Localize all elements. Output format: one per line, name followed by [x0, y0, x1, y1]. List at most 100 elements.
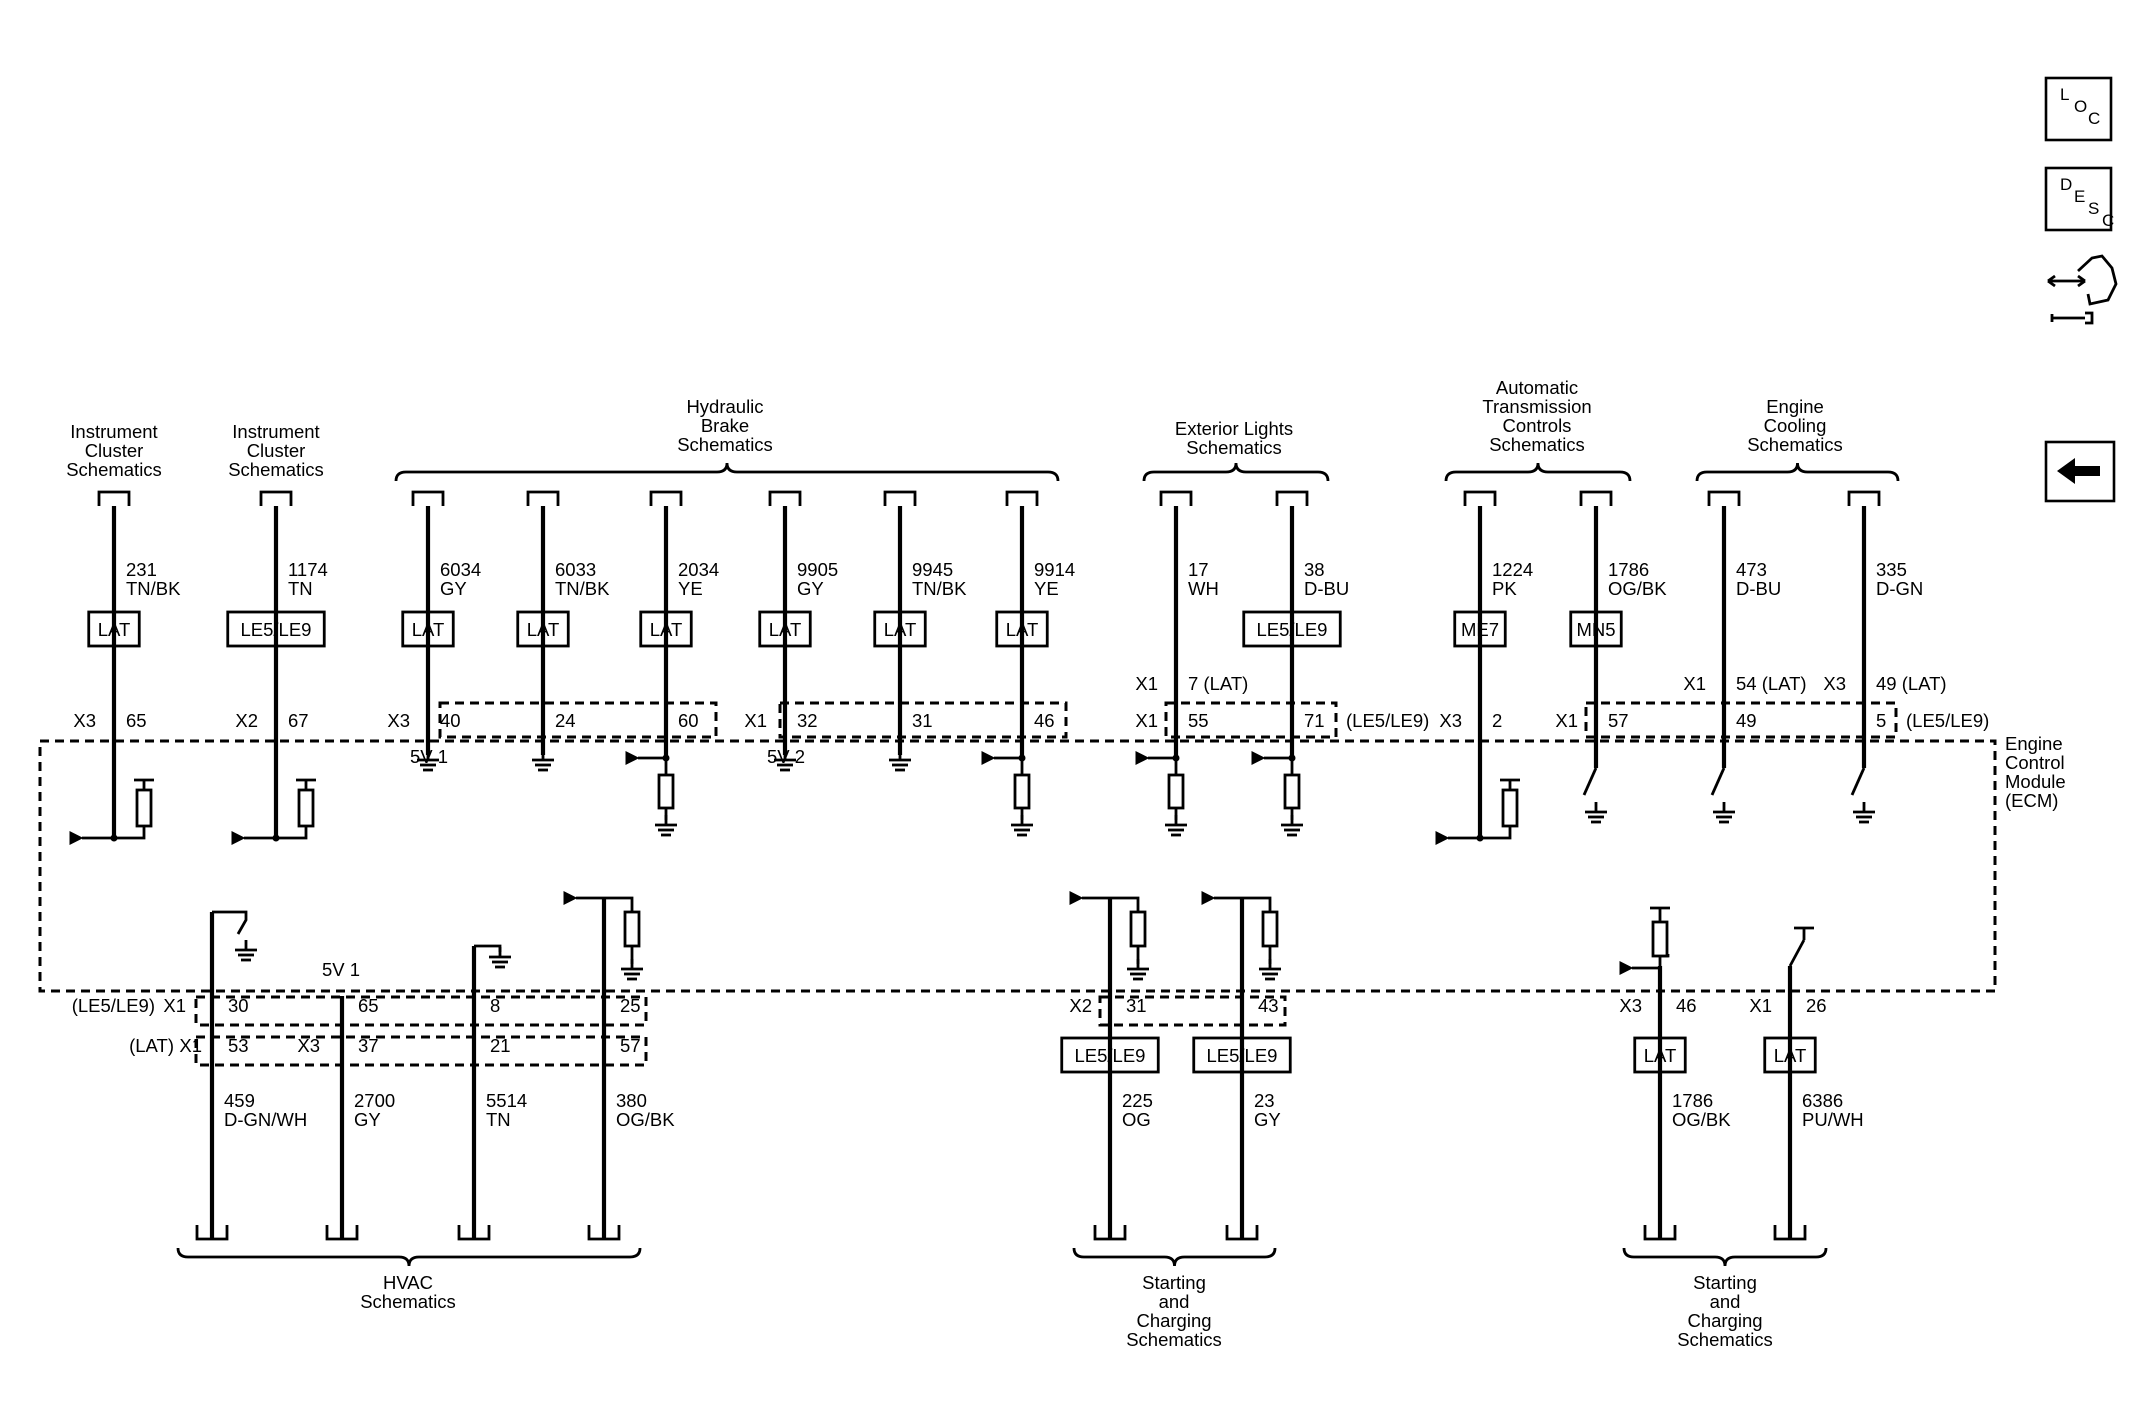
resistor: [1167, 773, 1185, 810]
pin-number: 31: [1126, 995, 1147, 1016]
wrench-icon: [2050, 311, 2094, 325]
group-bracket: [1072, 1247, 1277, 1267]
circuit-number: 1224: [1492, 559, 1533, 580]
destination-label: Starting: [1693, 1272, 1757, 1293]
pin-number: 57: [1608, 710, 1629, 731]
connector-symbol: [1005, 490, 1039, 506]
connector-id: X3: [1439, 710, 1462, 731]
circuit-number: 38: [1304, 559, 1325, 580]
group-bracket: [176, 1247, 642, 1267]
wire-segment: [1110, 896, 1140, 912]
connector-id: X3: [73, 710, 96, 731]
resistor: [1651, 920, 1669, 958]
connector-id: X1: [1135, 673, 1158, 694]
ground-symbol: [235, 940, 257, 962]
group-bracket: [394, 462, 1060, 482]
wire-segment: [1788, 939, 1806, 967]
circuit-number: 2034: [678, 559, 719, 580]
destination-label: Transmission: [1482, 396, 1591, 417]
wire-color: OG/BK: [1608, 578, 1667, 599]
connector-end-view-button[interactable]: [2047, 254, 2118, 325]
connector-symbol: [1463, 490, 1497, 506]
destination-label: Cluster: [247, 440, 306, 461]
group-bracket: [1142, 462, 1330, 482]
wire-segment: [1710, 767, 1726, 796]
pin-number: 26: [1806, 995, 1827, 1016]
connector-id: X3: [1619, 995, 1642, 1016]
reference-voltage: 5V 1: [322, 959, 360, 980]
module-name-line: (ECM): [2005, 790, 2058, 811]
resistor: [1261, 910, 1279, 948]
wire-color: YE: [1034, 578, 1059, 599]
wire-color: GY: [440, 578, 467, 599]
connector-id: X1: [1555, 710, 1578, 731]
wire-color: D-BU: [1736, 578, 1781, 599]
wire-color: TN/BK: [126, 578, 181, 599]
option-note: (LAT): [129, 1035, 174, 1056]
group-bracket: [1444, 462, 1632, 482]
connector-symbol: [768, 490, 802, 506]
pin-number: 40: [440, 710, 461, 731]
loc-button[interactable]: LOC: [2044, 76, 2113, 142]
loc-button-frame: [2044, 76, 2113, 142]
desc-button-letter: D: [2060, 175, 2072, 194]
circuit-number: 9914: [1034, 559, 1075, 580]
wire-segment: [1850, 767, 1866, 796]
circuit-number: 1786: [1672, 1090, 1713, 1111]
circuit-number: 17: [1188, 559, 1209, 580]
desc-button-letter: S: [2088, 199, 2099, 218]
ground-symbol: [1259, 959, 1281, 981]
connector-id: X2: [235, 710, 258, 731]
connector-symbol: [1579, 490, 1613, 506]
destination-label: Brake: [701, 415, 749, 436]
destination-label: Charging: [1136, 1310, 1211, 1331]
connector-id: X3: [387, 710, 410, 731]
destination-label: Starting: [1142, 1272, 1206, 1293]
connector-shroud: [1164, 701, 1338, 739]
destination-label: Schematics: [1747, 434, 1843, 455]
connector-shroud: [1098, 995, 1287, 1027]
pin-number: 65: [126, 710, 147, 731]
resistor: [1283, 773, 1301, 810]
destination-label: Schematics: [66, 459, 162, 480]
connector-symbol: [1847, 490, 1881, 506]
wire-color: PU/WH: [1802, 1109, 1864, 1130]
wire-color: TN: [486, 1109, 511, 1130]
circuit-number: 6386: [1802, 1090, 1843, 1111]
connector-symbol: [883, 490, 917, 506]
back-button[interactable]: [2044, 440, 2116, 503]
connector-shroud: [778, 701, 1068, 739]
ground-symbol: [1853, 802, 1875, 824]
loc-button-letter: O: [2074, 97, 2087, 116]
pin-number: 5: [1876, 710, 1886, 731]
destination-label: Schematics: [1186, 437, 1282, 458]
pin-number: 55: [1188, 710, 1209, 731]
resistor: [657, 773, 675, 810]
left-arrow-icon: [2057, 458, 2100, 484]
pin-number: 31: [912, 710, 933, 731]
pin-number: 25: [620, 995, 641, 1016]
connector-id: X1: [744, 710, 767, 731]
destination-label: Engine: [1766, 396, 1824, 417]
pin-number: 8: [490, 995, 500, 1016]
